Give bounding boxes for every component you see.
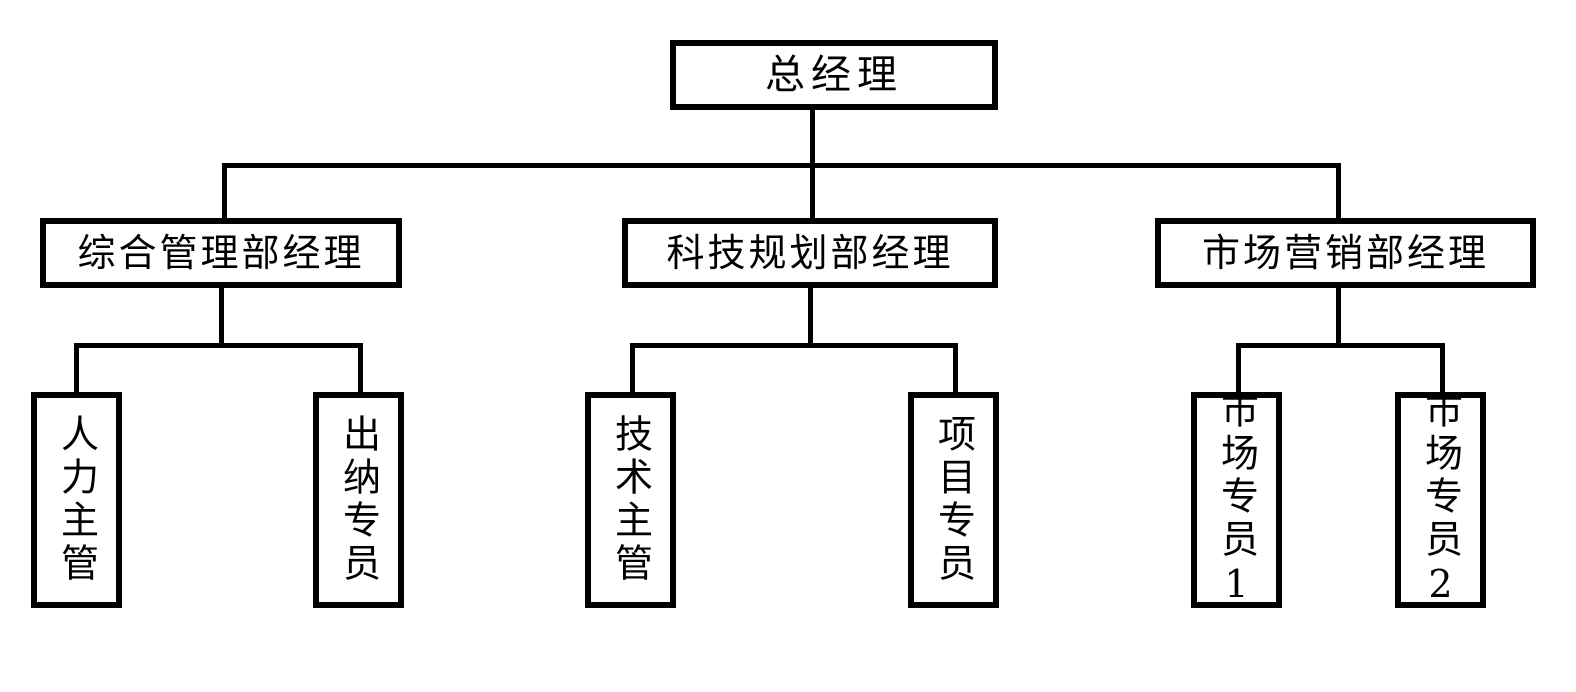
node-cashier-specialist[interactable]: 出纳专员 xyxy=(313,392,404,608)
node-label-marketing-specialist-2: 市场专员2 xyxy=(1418,389,1463,611)
connector-tech-bus xyxy=(630,343,958,348)
node-label-project-specialist: 项目专员 xyxy=(931,414,976,586)
node-label-technical-supervisor: 技术主管 xyxy=(608,414,653,586)
node-tech-planning-department-manager[interactable]: 科技规划部经理 xyxy=(622,218,998,288)
node-label-marketing-specialist-1: 市场专员1 xyxy=(1214,389,1259,611)
connector-marketing-stem xyxy=(1336,288,1341,346)
connector-admin-child2 xyxy=(358,343,363,392)
connector-marketing-bus xyxy=(1236,343,1445,348)
connector-marketing-child1 xyxy=(1236,343,1241,392)
node-hr-supervisor[interactable]: 人力主管 xyxy=(31,392,122,608)
node-admin-department-manager[interactable]: 综合管理部经理 xyxy=(40,218,402,288)
node-marketing-specialist-2[interactable]: 市场专员2 xyxy=(1395,389,1486,611)
connector-root-stem xyxy=(810,110,815,165)
connector-level2-bus xyxy=(222,163,1340,168)
connector-drop-marketing xyxy=(1336,163,1341,218)
connector-drop-admin xyxy=(222,163,227,218)
connector-tech-child2 xyxy=(953,343,958,392)
connector-drop-tech xyxy=(810,163,815,218)
node-label-hr-supervisor: 人力主管 xyxy=(54,414,99,586)
node-general-manager[interactable]: 总经理 xyxy=(670,40,998,110)
node-label-tech-planning-department-manager: 科技规划部经理 xyxy=(666,231,954,275)
connector-admin-stem xyxy=(219,288,224,346)
connector-tech-stem xyxy=(808,288,813,346)
connector-marketing-child2 xyxy=(1440,343,1445,392)
connector-tech-child1 xyxy=(630,343,635,392)
node-label-marketing-department-manager: 市场营销部经理 xyxy=(1201,231,1489,275)
node-label-general-manager: 总经理 xyxy=(765,52,903,98)
node-marketing-department-manager[interactable]: 市场营销部经理 xyxy=(1155,218,1536,288)
node-technical-supervisor[interactable]: 技术主管 xyxy=(585,392,676,608)
connector-admin-bus xyxy=(74,343,363,348)
connector-admin-child1 xyxy=(74,343,79,392)
node-project-specialist[interactable]: 项目专员 xyxy=(908,392,999,608)
node-label-admin-department-manager: 综合管理部经理 xyxy=(77,231,365,275)
node-marketing-specialist-1[interactable]: 市场专员1 xyxy=(1191,389,1282,611)
node-label-cashier-specialist: 出纳专员 xyxy=(336,414,381,586)
